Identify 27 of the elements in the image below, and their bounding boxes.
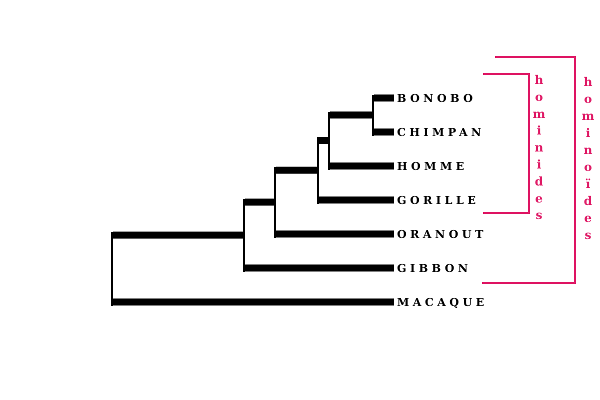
branch-bar: [374, 94, 394, 102]
taxon-name: BONOBO: [397, 92, 476, 104]
taxon-name: ORANOUT: [397, 228, 487, 240]
taxon-name: MACAQUE: [397, 296, 488, 308]
branch-bar: [276, 230, 394, 238]
branch-bar: [330, 112, 372, 118]
branch-bar: [113, 232, 243, 239]
branch-bar: [113, 298, 394, 306]
junction-line: [274, 166, 276, 238]
branch-bar: [245, 264, 394, 272]
branch-bar: [330, 162, 394, 170]
taxon-name: HOMME: [397, 160, 468, 172]
bracket-label: hominides: [533, 73, 545, 226]
branch-bar: [319, 137, 328, 144]
taxon-name: GORILLE: [397, 194, 480, 206]
branch-bar: [374, 128, 394, 136]
junction-line: [111, 232, 113, 306]
bracket-label: hominoïdes: [582, 75, 594, 245]
taxon-name: CHIMPAN: [397, 126, 485, 138]
junction-line: [372, 94, 374, 136]
branch-bar: [276, 166, 317, 174]
junction-line: [317, 137, 319, 204]
junction-line: [328, 112, 330, 170]
junction-line: [243, 198, 245, 272]
branch-bar: [319, 196, 394, 204]
branch-bar: [245, 198, 274, 206]
taxon-name: GIBBON: [397, 262, 472, 274]
